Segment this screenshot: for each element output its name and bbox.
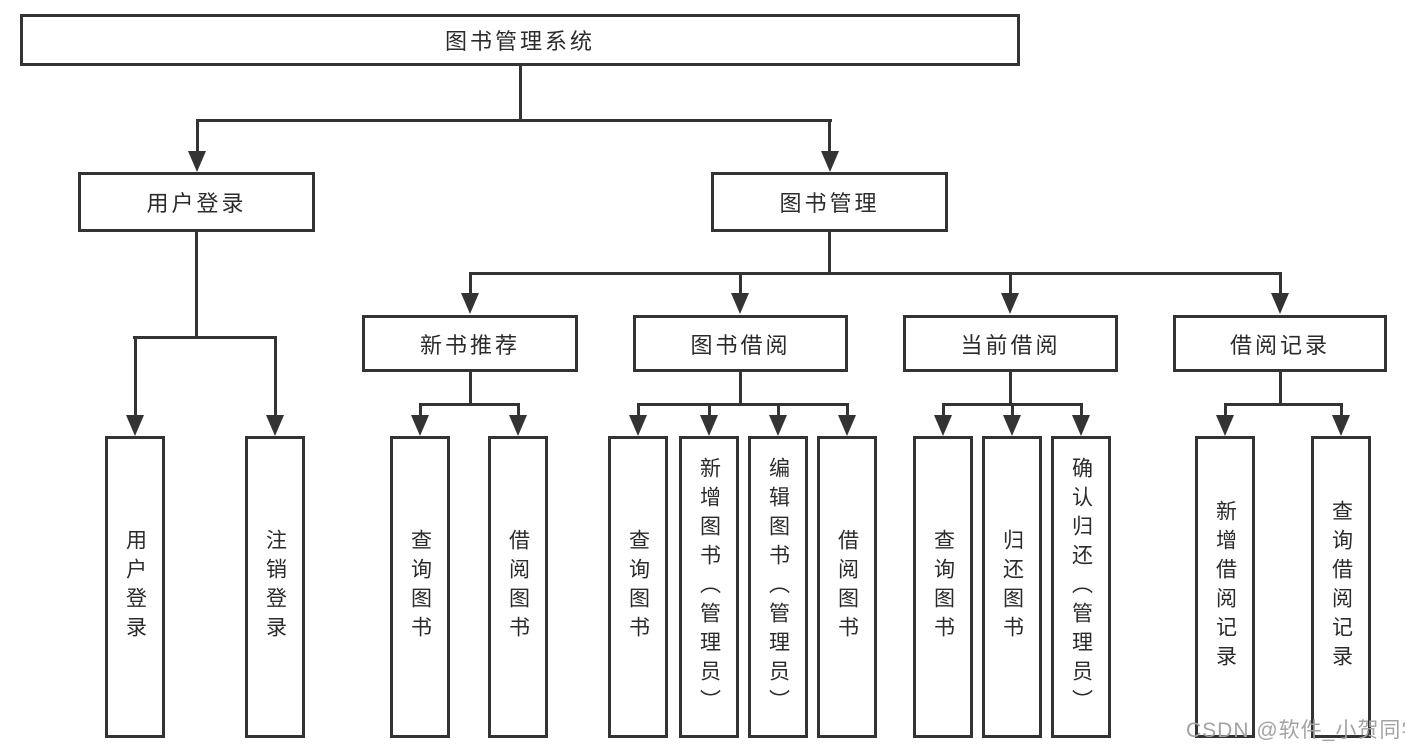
leaf-records-add-record: 新增借阅记录 [1195,436,1255,738]
arrow-down-icon [838,415,856,436]
arrow-down-icon [731,293,749,314]
connector-current-stem [1009,372,1012,406]
connector-bookmgmt-drop-4 [1279,272,1282,296]
leaf-borrow-query-books: 查询图书 [608,436,668,738]
connector-bookmgmt-drop-2 [739,272,742,296]
connector-records-bar [1224,403,1343,406]
arrow-down-icon [700,415,718,436]
leaf-recommend-query-books: 查询图书 [390,436,450,738]
connector-root-drop-right [828,119,831,155]
leaf-user-login: 用户登录 [105,436,165,738]
arrow-down-icon [188,151,206,172]
arrow-down-icon [266,415,284,436]
connector-current-drop-1 [942,403,945,417]
arrow-down-icon [126,415,144,436]
node-user-login: 用户登录 [78,172,315,232]
node-root-system: 图书管理系统 [20,14,1020,66]
leaf-logout-login: 注销登录 [245,436,305,738]
connector-bookmgmt-drop-1 [469,272,472,296]
node-current-borrow: 当前借阅 [903,315,1118,372]
arrow-down-icon [1003,415,1021,436]
connector-borrow-drop-2 [708,403,711,417]
connector-current-drop-2 [1011,403,1014,417]
leaf-borrow-add-books-admin: 新增图书（管理员） [679,436,739,738]
connector-recommend-stem [469,372,472,406]
arrow-down-icon [461,293,479,314]
connector-recommend-drop-2 [517,403,520,417]
arrow-down-icon [509,415,527,436]
connector-records-stem [1279,372,1282,406]
connector-userlogin-drop-2 [274,336,277,418]
arrow-down-icon [1271,293,1289,314]
connector-recommend-bar [419,403,520,406]
connector-userlogin-drop-1 [134,336,137,418]
leaf-current-query-books: 查询图书 [913,436,973,738]
connector-current-drop-3 [1080,403,1083,417]
arrow-down-icon [1332,415,1350,436]
leaf-current-return-books: 归还图书 [982,436,1042,738]
connector-root-stem [519,66,522,122]
connector-records-drop-1 [1224,403,1227,417]
node-borrow-records: 借阅记录 [1173,315,1387,372]
leaf-borrow-edit-books-admin: 编辑图书（管理员） [748,436,808,738]
arrow-down-icon [821,151,839,172]
connector-borrow-bar [637,403,849,406]
connector-bookmgmt-stem [828,232,831,275]
arrow-down-icon [769,415,787,436]
leaf-records-query-record: 查询借阅记录 [1311,436,1371,738]
arrow-down-icon [629,415,647,436]
arrow-down-icon [1001,293,1019,314]
leaf-current-confirm-return-admin: 确认归还（管理员） [1051,436,1111,738]
connector-records-drop-2 [1340,403,1343,417]
node-book-borrow: 图书借阅 [633,315,848,372]
arrow-down-icon [934,415,952,436]
connector-userlogin-stem [195,232,198,339]
arrow-down-icon [1216,415,1234,436]
leaf-borrow-borrow-books: 借阅图书 [817,436,877,738]
csdn-watermark: CSDN @软件_小贺同学 [1186,719,1405,742]
connector-borrow-drop-3 [777,403,780,417]
connector-userlogin-bar [133,336,277,339]
connector-root-bar [196,119,832,122]
connector-bookmgmt-drop-3 [1009,272,1012,296]
node-new-book-recommend: 新书推荐 [362,315,578,372]
arrow-down-icon [411,415,429,436]
connector-root-drop-left [196,119,199,155]
connector-bookmgmt-bar [469,272,1282,275]
connector-borrow-stem [739,372,742,406]
arrow-down-icon [1072,415,1090,436]
connector-borrow-drop-1 [637,403,640,417]
node-book-management: 图书管理 [711,172,948,232]
connector-borrow-drop-4 [846,403,849,417]
leaf-recommend-borrow-books: 借阅图书 [488,436,548,738]
connector-recommend-drop-1 [419,403,422,417]
